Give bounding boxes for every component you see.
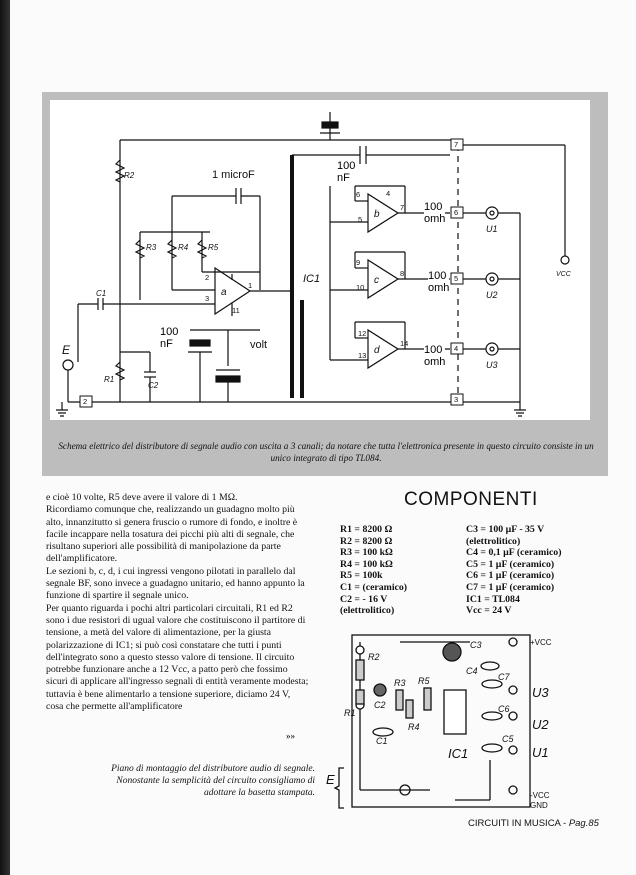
components-list-right: C3 = 100 µF - 35 V (elettrolitico) C4 = …: [466, 524, 561, 617]
pin-11: 11: [232, 306, 240, 315]
amp-c-label: c: [374, 275, 379, 286]
omh-b-label: 100 omh: [424, 201, 446, 225]
pin-8: 8: [400, 269, 404, 278]
microf-label: 1 microF: [212, 169, 255, 181]
amp-d-label: d: [374, 345, 380, 356]
continue-marker: »»: [286, 731, 295, 741]
component-item: C6 = 1 µF (ceramico): [466, 570, 555, 582]
pin-10: 10: [356, 283, 364, 292]
asm-ic1-label: IC1: [448, 746, 468, 761]
component-item: C2 = - 16 V: [340, 593, 388, 605]
asm-c1-label: C1: [376, 736, 388, 746]
asm-u1-label: U1: [532, 745, 549, 760]
assembly-caption: Piano di montaggio del distributore audi…: [111, 764, 315, 798]
pin-4: 4: [386, 189, 390, 198]
schematic-caption: Schema elettrico del distributore di seg…: [58, 441, 594, 463]
component-item: C5 = 1 µF (ceramico): [466, 558, 555, 570]
article-paragraph: e cioè 10 volte, R5 deve avere il valore…: [46, 492, 238, 503]
input-e-label: E: [62, 343, 71, 357]
c1-label: C1: [96, 289, 106, 298]
component-item: (elettrolitico): [340, 605, 395, 617]
pin-6: 6: [356, 190, 360, 199]
asm-c6-label: C6: [498, 704, 510, 714]
terminal-4: 4: [454, 344, 458, 353]
pin-2: 2: [205, 273, 209, 282]
asm-c3-label: C3: [470, 640, 482, 650]
ic1-label: IC1: [303, 273, 320, 285]
asm-r5-label: R5: [418, 676, 430, 686]
article-body: e cioè 10 volte, R5 deve avere il valore…: [46, 492, 310, 713]
vcc-label: VCC: [556, 271, 572, 278]
article-paragraph: Ricordiamo comunque che, realizzando un …: [46, 504, 298, 565]
u3-label: U3: [486, 360, 498, 370]
asm-u3-label: U3: [532, 685, 549, 700]
component-item: C1 = (ceramico): [340, 581, 408, 593]
component-item: R2 = 8200 Ω: [340, 535, 393, 547]
r1-label: R1: [104, 375, 114, 384]
components-list-left: R1 = 8200 Ω R2 = 8200 Ω R3 = 100 kΩ R4 =…: [340, 524, 407, 617]
asm-gnd-label: GND: [530, 801, 548, 810]
component-item: R3 = 100 kΩ: [340, 547, 393, 559]
asm-c4-label: C4: [466, 666, 478, 676]
component-item: C7 = 1 µF (ceramico): [466, 581, 555, 593]
magazine-name: CIRCUITI IN MUSICA -: [468, 818, 567, 829]
amp-b-label: b: [374, 209, 380, 220]
asm-vcc-neg-label: -VCC: [530, 791, 550, 800]
asm-r2-label: R2: [368, 652, 380, 662]
nf-bottom-label: 100 nF: [160, 326, 179, 350]
component-item: R1 = 8200 Ω: [340, 524, 393, 535]
pin-7: 7: [400, 203, 404, 212]
terminal-7: 7: [454, 140, 458, 149]
asm-vcc-pos-label: +VCC: [530, 638, 552, 647]
asm-r3-label: R3: [394, 678, 406, 688]
schematic-caption-box: [50, 432, 600, 472]
c2-label: C2: [148, 381, 159, 390]
component-item: C3 = 100 µF - 35 V: [466, 524, 545, 535]
volt-label: volt: [250, 339, 267, 351]
page-footer: CIRCUITI IN MUSICA - Pag.85: [468, 818, 599, 829]
asm-e-label: E: [326, 772, 335, 787]
r2-label: R2: [124, 171, 135, 180]
r4-label: R4: [178, 243, 189, 252]
pin-5: 5: [358, 215, 362, 224]
asm-r1-label: R1: [344, 708, 356, 718]
u1-label: U1: [486, 224, 498, 234]
r5-label: R5: [208, 243, 219, 252]
component-item: (elettrolitico): [466, 535, 521, 547]
pin-3: 3: [205, 294, 209, 303]
pin-12: 12: [358, 329, 366, 338]
asm-c2-label: C2: [374, 700, 386, 710]
asm-c5-label: C5: [502, 734, 514, 744]
pin-9: 9: [356, 258, 360, 267]
omh-d-label: 100 omh: [424, 344, 446, 368]
page-number: Pag.85: [568, 818, 599, 829]
components-title: COMPONENTI: [404, 489, 538, 510]
asm-c7-label: C7: [498, 672, 510, 682]
component-item: R4 = 100 kΩ: [340, 558, 393, 570]
r3-label: R3: [146, 243, 157, 252]
asm-r4-label: R4: [408, 722, 420, 732]
nf-top-label: 100 nF: [337, 160, 356, 184]
u2-label: U2: [486, 290, 498, 300]
pin-13: 13: [358, 351, 366, 360]
component-item: IC1 = TL084: [466, 593, 520, 605]
component-item: C4 = 0,1 µF (ceramico): [466, 547, 562, 559]
component-item: R5 = 100k: [340, 570, 383, 582]
pin-14: 14: [400, 339, 408, 348]
pin-1: 1: [248, 281, 252, 290]
terminal-5: 5: [454, 274, 458, 283]
terminal-2: 2: [83, 397, 87, 406]
omh-c-label: 100 omh: [428, 270, 450, 294]
terminal-6: 6: [454, 208, 458, 217]
article-paragraph: Per quanto riguarda i pochi altri partic…: [46, 602, 309, 713]
asm-u2-label: U2: [532, 717, 549, 732]
amp-a-label: a: [221, 287, 227, 298]
article-paragraph: Le sezioni b, c, d, i cui ingressi vengo…: [46, 565, 305, 602]
terminal-3: 3: [454, 395, 458, 404]
component-item: Vcc = 24 V: [466, 605, 512, 617]
